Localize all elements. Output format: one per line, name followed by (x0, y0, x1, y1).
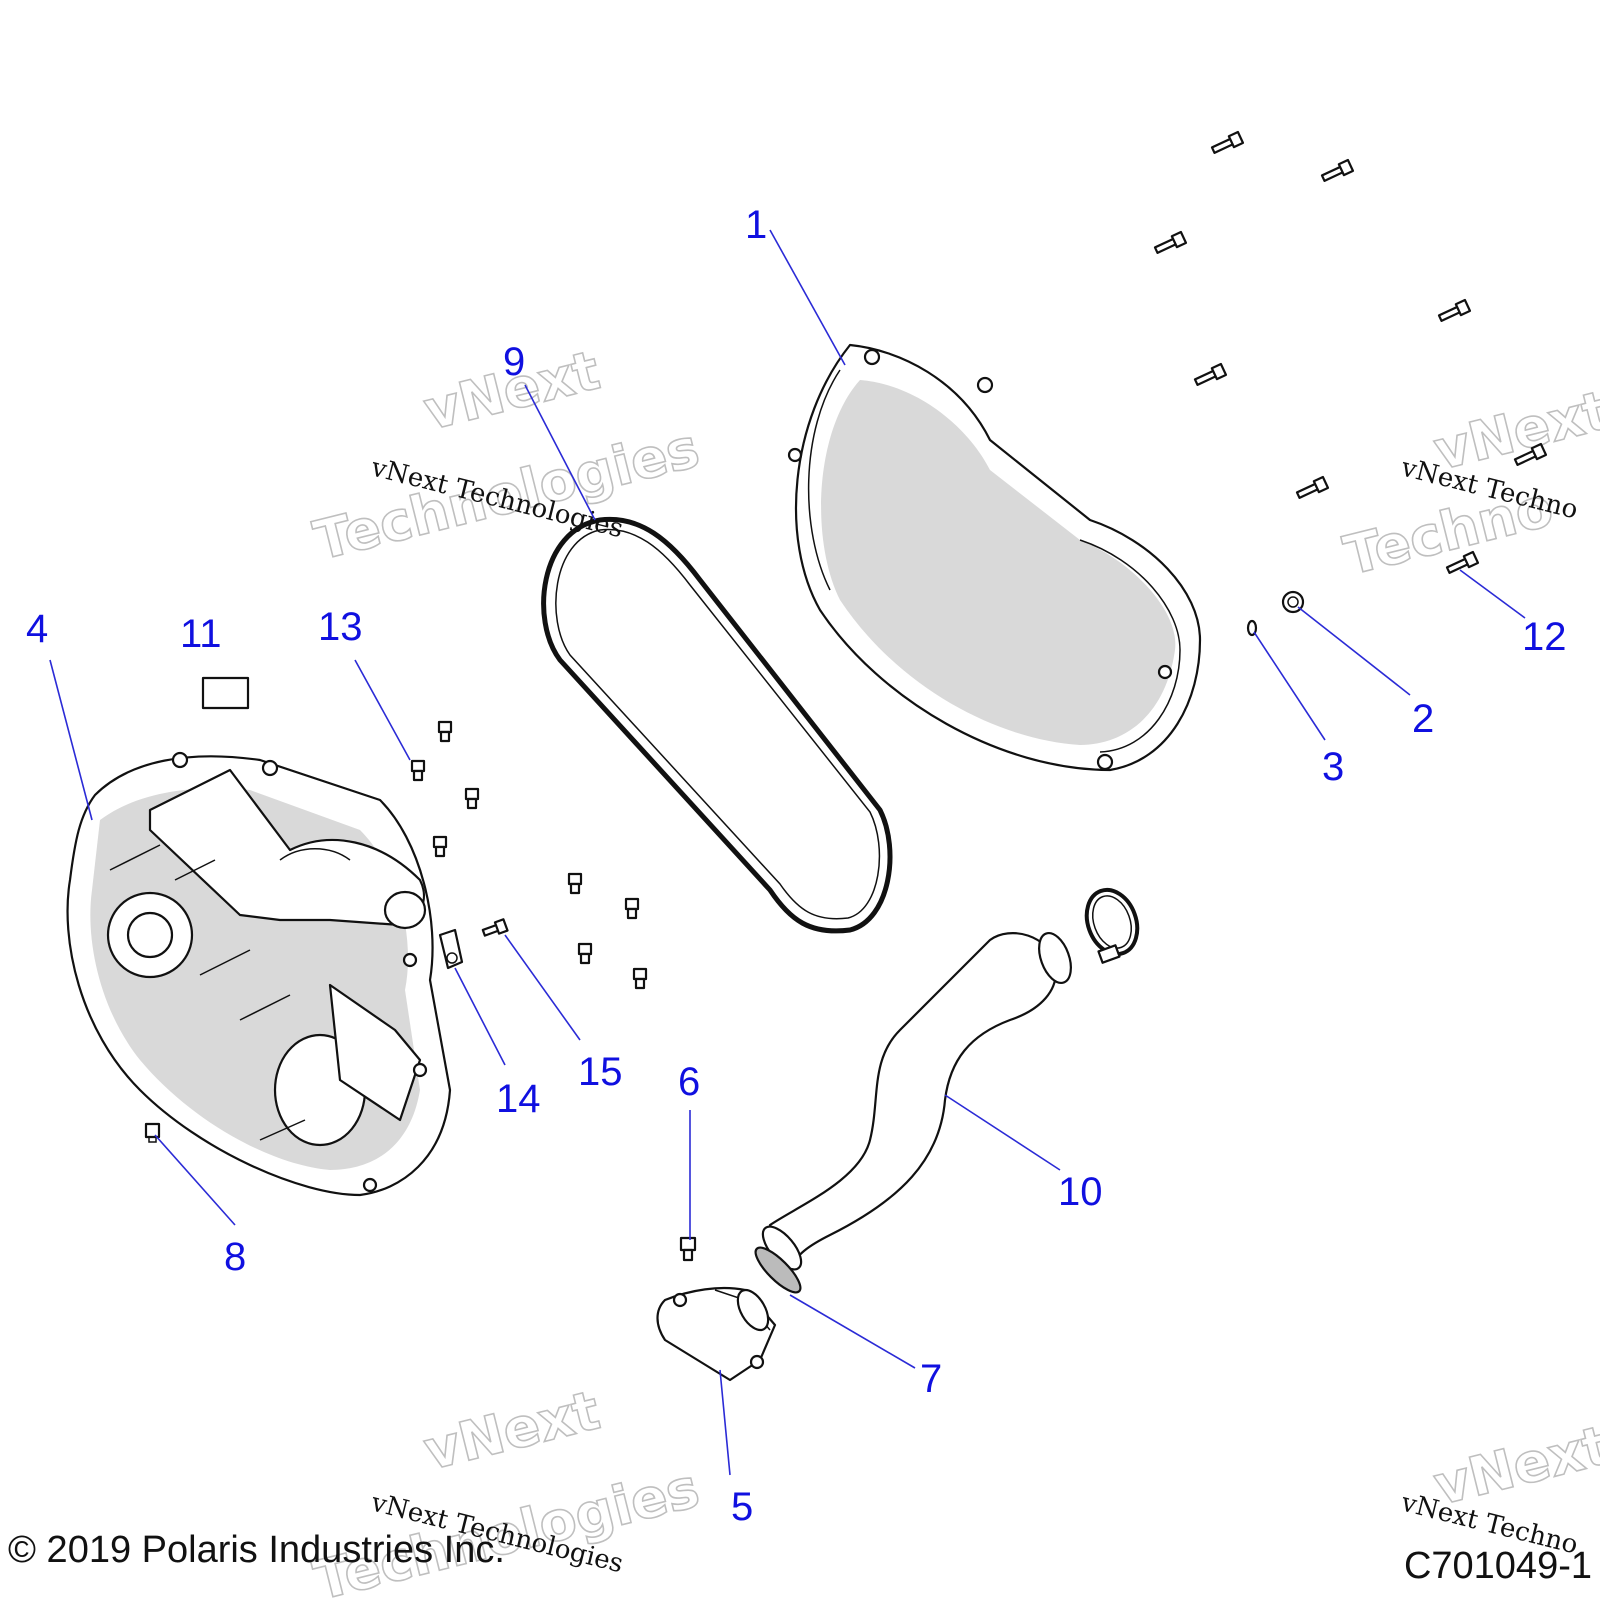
clip (438, 928, 464, 970)
callout-9: 9 (503, 340, 525, 384)
leader-lines (49, 229, 1526, 1476)
callout-15: 15 (578, 1050, 623, 1094)
callout-1: 1 (745, 203, 767, 247)
drain-plug (144, 1122, 161, 1143)
callout-5: 5 (731, 1485, 753, 1529)
callout-7: 7 (920, 1357, 942, 1401)
watermark-vnext-outline: vNext (418, 1379, 606, 1483)
callouts: 1 2 3 4 5 6 7 8 9 10 11 12 13 14 15 (26, 203, 1567, 1529)
label-decal (201, 676, 250, 710)
inner-clutch-cover (66, 751, 452, 1197)
callout-14: 14 (496, 1077, 541, 1121)
seal-ring (754, 1246, 802, 1294)
figure-id: C701049-1 (1404, 1545, 1592, 1587)
duct-clamp (1084, 887, 1140, 964)
cover-screws (1153, 130, 1548, 574)
callout-11: 11 (180, 612, 222, 656)
washer (1246, 619, 1258, 637)
callout-3: 3 (1322, 745, 1344, 789)
callout-10: 10 (1058, 1170, 1103, 1214)
watermark-bottom-right: vNext vNext Techno (1397, 1413, 1600, 1561)
copyright-text: © 2019 Polaris Industries Inc. (8, 1529, 505, 1571)
callout-13: 13 (318, 605, 363, 649)
intake-duct-hose (761, 932, 1072, 1272)
cover-seal (541, 516, 893, 934)
callout-12: 12 (1522, 615, 1567, 659)
outer-clutch-cover (787, 343, 1202, 772)
callout-6: 6 (678, 1060, 700, 1104)
callout-2: 2 (1412, 697, 1434, 741)
duct-adapter (656, 1286, 777, 1382)
callout-4: 4 (26, 607, 48, 651)
adapter-screw (679, 1236, 697, 1262)
inner-cover-bolts (410, 720, 648, 990)
callout-8: 8 (224, 1235, 246, 1279)
screw (481, 918, 509, 937)
